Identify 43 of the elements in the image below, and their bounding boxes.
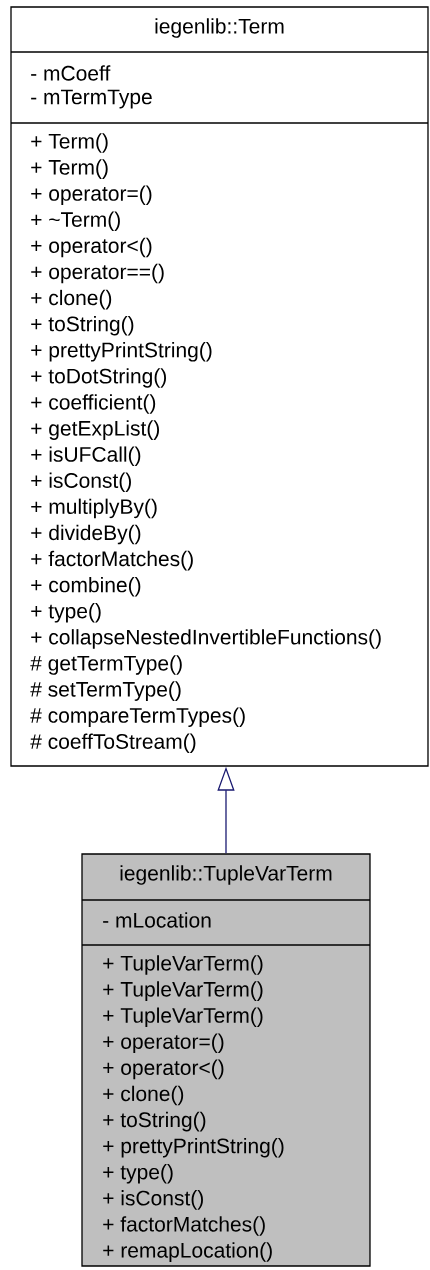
method-text: + divideBy(): [31, 524, 141, 545]
method-text: # getTermType(): [30, 655, 182, 675]
method-text: + operator=(): [31, 185, 152, 205]
method-text: + Term(): [31, 133, 108, 153]
method-text: + prettyPrintString(): [31, 342, 212, 362]
method-text: + operator<(): [103, 1059, 224, 1080]
class-box: [10, 6, 429, 767]
method-text: + ~Term(): [31, 211, 120, 232]
method-text: + multiplyBy(): [31, 498, 157, 519]
method-text: + combine(): [31, 576, 141, 597]
method-text: # compareTermTypes(): [30, 707, 245, 727]
method-text: + operator==(): [31, 263, 164, 284]
method-text: + collapseNestedInvertibleFunctions(): [31, 629, 381, 649]
method-text: + type(): [31, 603, 101, 623]
class-name: iegenlib::TupleVarTerm: [120, 865, 332, 885]
method-text: + isConst(): [31, 472, 131, 493]
method-text: + getExpList(): [31, 420, 159, 440]
method-text: + toString(): [103, 1111, 206, 1132]
method-text: + type(): [103, 1164, 173, 1184]
method-text: + TupleVarTerm(): [103, 1007, 263, 1027]
method-text: + operator<(): [31, 237, 152, 258]
method-text: + clone(): [31, 289, 112, 310]
method-text: + factorMatches(): [31, 550, 193, 571]
method-text: + remapLocation(): [103, 1242, 272, 1262]
class-box: [81, 853, 371, 1267]
method-text: + isConst(): [103, 1190, 203, 1210]
class-name: iegenlib::Term: [155, 18, 284, 38]
method-text: # coeffToStream(): [30, 733, 196, 754]
method-text: + toString(): [31, 315, 134, 336]
attribute-text: - mTermType: [31, 89, 152, 109]
method-text: + TupleVarTerm(): [103, 981, 263, 1001]
method-text: + Term(): [31, 159, 108, 179]
method-text: + factorMatches(): [103, 1216, 265, 1236]
method-text: + operator=(): [103, 1033, 224, 1054]
method-text: + prettyPrintString(): [103, 1137, 284, 1158]
method-text: + coefficient(): [31, 394, 156, 414]
method-text: # setTermType(): [30, 681, 181, 701]
attribute-text: - mCoeff: [31, 65, 111, 81]
method-text: + isUFCall(): [31, 446, 141, 466]
method-text: + toDotString(): [31, 368, 166, 388]
method-text: + TupleVarTerm(): [103, 955, 263, 975]
attribute-text: - mLocation: [103, 912, 211, 928]
method-text: + clone(): [103, 1085, 184, 1106]
